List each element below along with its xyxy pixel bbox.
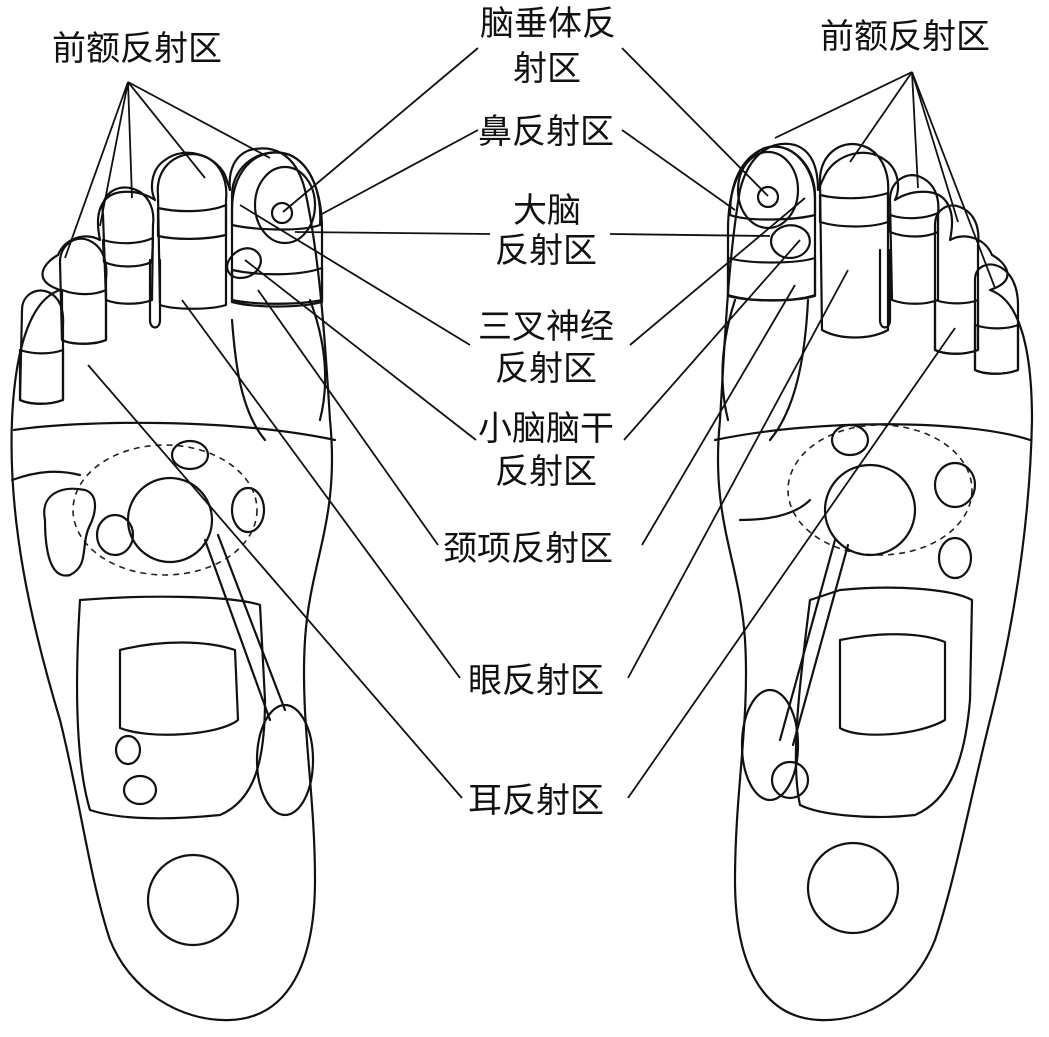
label-trigeminal-line1: 三叉神经 (478, 307, 614, 347)
right-neck-dashed (787, 424, 973, 556)
right-small-circle-c (937, 536, 973, 580)
right-arch-line (721, 298, 737, 422)
label-trigeminal-line2: 反射区 (495, 349, 597, 389)
label-neck: 颈项反射区 (443, 529, 613, 569)
left-fifth-toe (18, 289, 65, 405)
right-bladder (740, 688, 800, 802)
label-pituitary-line1: 脑垂体反 (480, 4, 616, 44)
left-neck-dashed (72, 444, 258, 576)
right-big-toe-neck-band (726, 256, 817, 302)
left-inner-rect (118, 641, 240, 736)
left-big-toe-neck-band (230, 266, 324, 308)
right-second-toe (818, 142, 890, 339)
left-fifth-toe-band (18, 348, 65, 405)
label-nose: 鼻反射区 (478, 112, 614, 152)
right-rect-organ (794, 586, 974, 819)
right-heel-circle (806, 841, 900, 935)
left-solar-circle (126, 476, 214, 564)
right-second-toe-band (818, 191, 890, 228)
right-foot-outline (716, 142, 1034, 1022)
left-ureter-2 (216, 533, 287, 712)
left-second-toe-band (156, 203, 228, 240)
right-fifth-toe-band (973, 323, 1020, 375)
right-cerebellum-zone (770, 224, 811, 260)
label-forehead-right: 前额反射区 (820, 17, 990, 57)
right-small-oval (770, 760, 810, 800)
right-arch-line-2 (738, 498, 812, 522)
left-sole-band (12, 421, 337, 442)
right-toe-gap-1 (878, 248, 892, 329)
right-small-circle-b (830, 423, 870, 457)
right-third-toe (888, 174, 940, 305)
right-inner-rect (838, 633, 947, 736)
left-ureter (203, 538, 272, 722)
left-pituitary-ring (253, 165, 317, 245)
pointer-lines (64, 47, 996, 799)
left-heel-circle (146, 853, 240, 947)
left-sole-band-2 (10, 470, 82, 482)
label-brain-line1: 大脑 (513, 191, 581, 231)
left-foot-outline (10, 147, 334, 1022)
left-toe-gap-1 (148, 258, 162, 329)
left-rect-organ (75, 595, 267, 820)
right-toe-gap-2 (768, 298, 810, 442)
label-forehead-left: 前额反射区 (52, 29, 222, 69)
left-third-toe-band (101, 236, 155, 268)
right-solar-circle (823, 463, 917, 557)
left-small-circle-a (95, 513, 135, 557)
right-ureter (778, 538, 837, 742)
label-pituitary-line2: 射区 (513, 49, 581, 89)
right-small-circle-a (933, 461, 977, 509)
left-fourth-toe-band (60, 288, 108, 345)
left-small-oval-b (122, 774, 158, 806)
labels: 前额反射区 前额反射区 脑垂体反 射区 鼻反射区 大脑 反射区 三叉神经 反射区… (52, 4, 990, 821)
right-pituitary-dot (756, 185, 780, 209)
left-pituitary-dot (270, 201, 294, 225)
label-brain-line2: 反射区 (495, 231, 597, 271)
right-ureter-2 (791, 543, 850, 747)
left-small-circle-b (170, 439, 210, 471)
right-third-toe-band (888, 211, 940, 238)
label-cerebellum-line1: 小脑脑干 (478, 409, 614, 449)
right-fourth-toe-band (933, 298, 980, 355)
right-pituitary-ring (736, 150, 800, 230)
left-toe-gap-2 (230, 318, 267, 442)
left-big-toe-top (230, 151, 322, 231)
label-cerebellum-line2: 反射区 (495, 452, 597, 492)
left-third-toe (101, 186, 155, 305)
right-foot (713, 142, 1034, 1022)
left-cerebellum-zone (226, 247, 262, 280)
left-small-oval-a (114, 734, 142, 766)
left-lung-shape (43, 487, 97, 577)
left-bladder (255, 703, 315, 817)
left-foot (10, 147, 337, 1022)
left-small-circle-c (230, 486, 266, 534)
label-ear: 耳反射区 (468, 781, 604, 821)
right-sole-band (713, 423, 1032, 442)
label-eye: 眼反射区 (468, 661, 604, 701)
right-fifth-toe (973, 263, 1020, 375)
left-second-toe (156, 152, 228, 310)
